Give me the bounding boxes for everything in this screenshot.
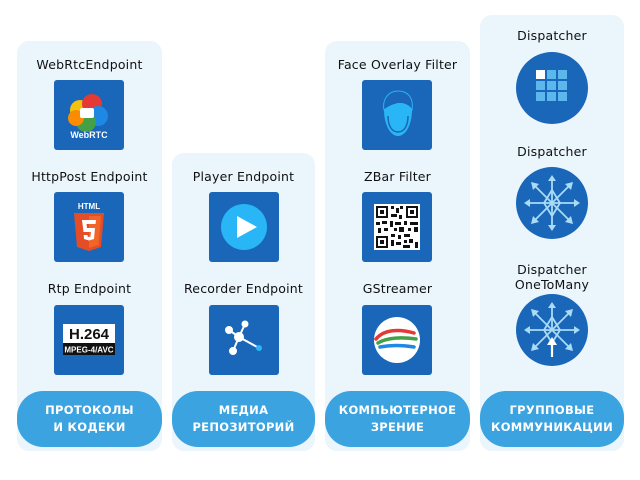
dispatcher-label-2: Dispatcher: [517, 144, 587, 159]
grid-dispatcher-icon: [515, 51, 589, 125]
recorder-endpoint-label: Recorder Endpoint: [183, 281, 304, 296]
gstreamer-label: GStreamer: [362, 281, 433, 296]
html5-icon: HTML: [54, 192, 124, 262]
html5-icon-text: HTML: [78, 202, 100, 211]
h264-icon: H.264 MPEG-4/AVC: [54, 305, 124, 375]
category-computer-vision[interactable]: КОМПЬЮТЕРНОЕ ЗРЕНИЕ: [325, 391, 470, 447]
zbar-filter-label: ZBar Filter: [363, 169, 432, 184]
dispatcher-label-1: Dispatcher: [517, 28, 587, 43]
webrtc-icon: WebRTC: [54, 80, 124, 150]
category-media-repository[interactable]: МЕДИА РЕПОЗИТОРИЙ: [172, 391, 315, 447]
arrows-dispatcher-icon: [515, 166, 589, 240]
dispatcher-one-to-many-label: Dispatcher OneToMany: [514, 262, 590, 292]
face-overlay-filter-label: Face Overlay Filter: [337, 57, 458, 72]
webrtc-icon-text: WebRTC: [70, 130, 108, 140]
one-to-many-icon: [515, 293, 589, 367]
category-group-communications[interactable]: ГРУППОВЫЕ КОММУНИКАЦИИ: [480, 391, 624, 447]
player-endpoint-label: Player Endpoint: [192, 169, 295, 184]
h264-icon-subtext: MPEG-4/AVC: [64, 346, 113, 355]
qr-code-icon: [362, 192, 432, 262]
category-protocols-codecs[interactable]: ПРОТОКОЛЫ И КОДЕКИ: [17, 391, 162, 447]
h264-icon-text: H.264: [69, 326, 110, 343]
rtp-endpoint-label: Rtp Endpoint: [47, 281, 132, 296]
face-icon: [362, 80, 432, 150]
webrtc-endpoint-label: WebRtcEndpoint: [36, 57, 143, 72]
httppost-endpoint-label: HttpPost Endpoint: [31, 169, 148, 184]
gstreamer-icon: [362, 305, 432, 375]
recorder-network-icon: [209, 305, 279, 375]
play-icon: [209, 192, 279, 262]
